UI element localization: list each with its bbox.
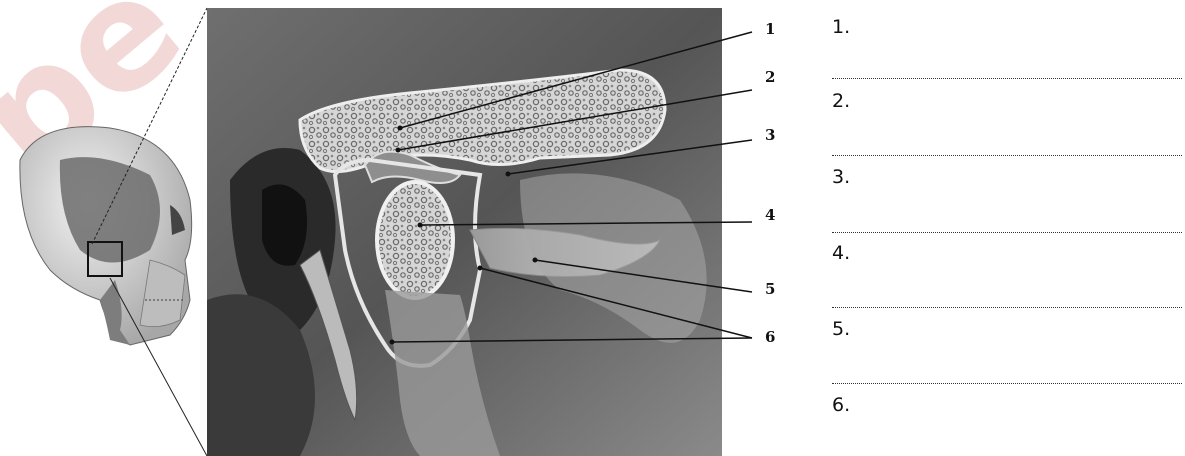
answer-line-1[interactable]	[832, 78, 1182, 79]
answer-item-2: 2.	[832, 90, 1182, 110]
label-3: 3	[765, 128, 775, 143]
label-6: 6	[765, 330, 775, 345]
label-5: 5	[765, 282, 775, 297]
answer-item-6: 6.	[832, 394, 1182, 414]
answer-item-1: 1.	[832, 16, 1182, 36]
label-1: 1	[765, 22, 775, 37]
answer-line-5[interactable]	[832, 383, 1182, 384]
label-4: 4	[765, 208, 775, 223]
answer-item-3: 3.	[832, 166, 1182, 186]
answer-item-5: 5.	[832, 318, 1182, 338]
label-2: 2	[765, 70, 775, 85]
answer-line-2[interactable]	[832, 155, 1182, 156]
tmj-illustration: pe	[0, 0, 800, 456]
answer-item-4: 4.	[832, 242, 1182, 262]
answer-line-4[interactable]	[832, 307, 1182, 308]
answer-line-3[interactable]	[832, 232, 1182, 233]
skull-thumbnail	[20, 127, 192, 345]
tmj-cross-section	[207, 8, 722, 456]
